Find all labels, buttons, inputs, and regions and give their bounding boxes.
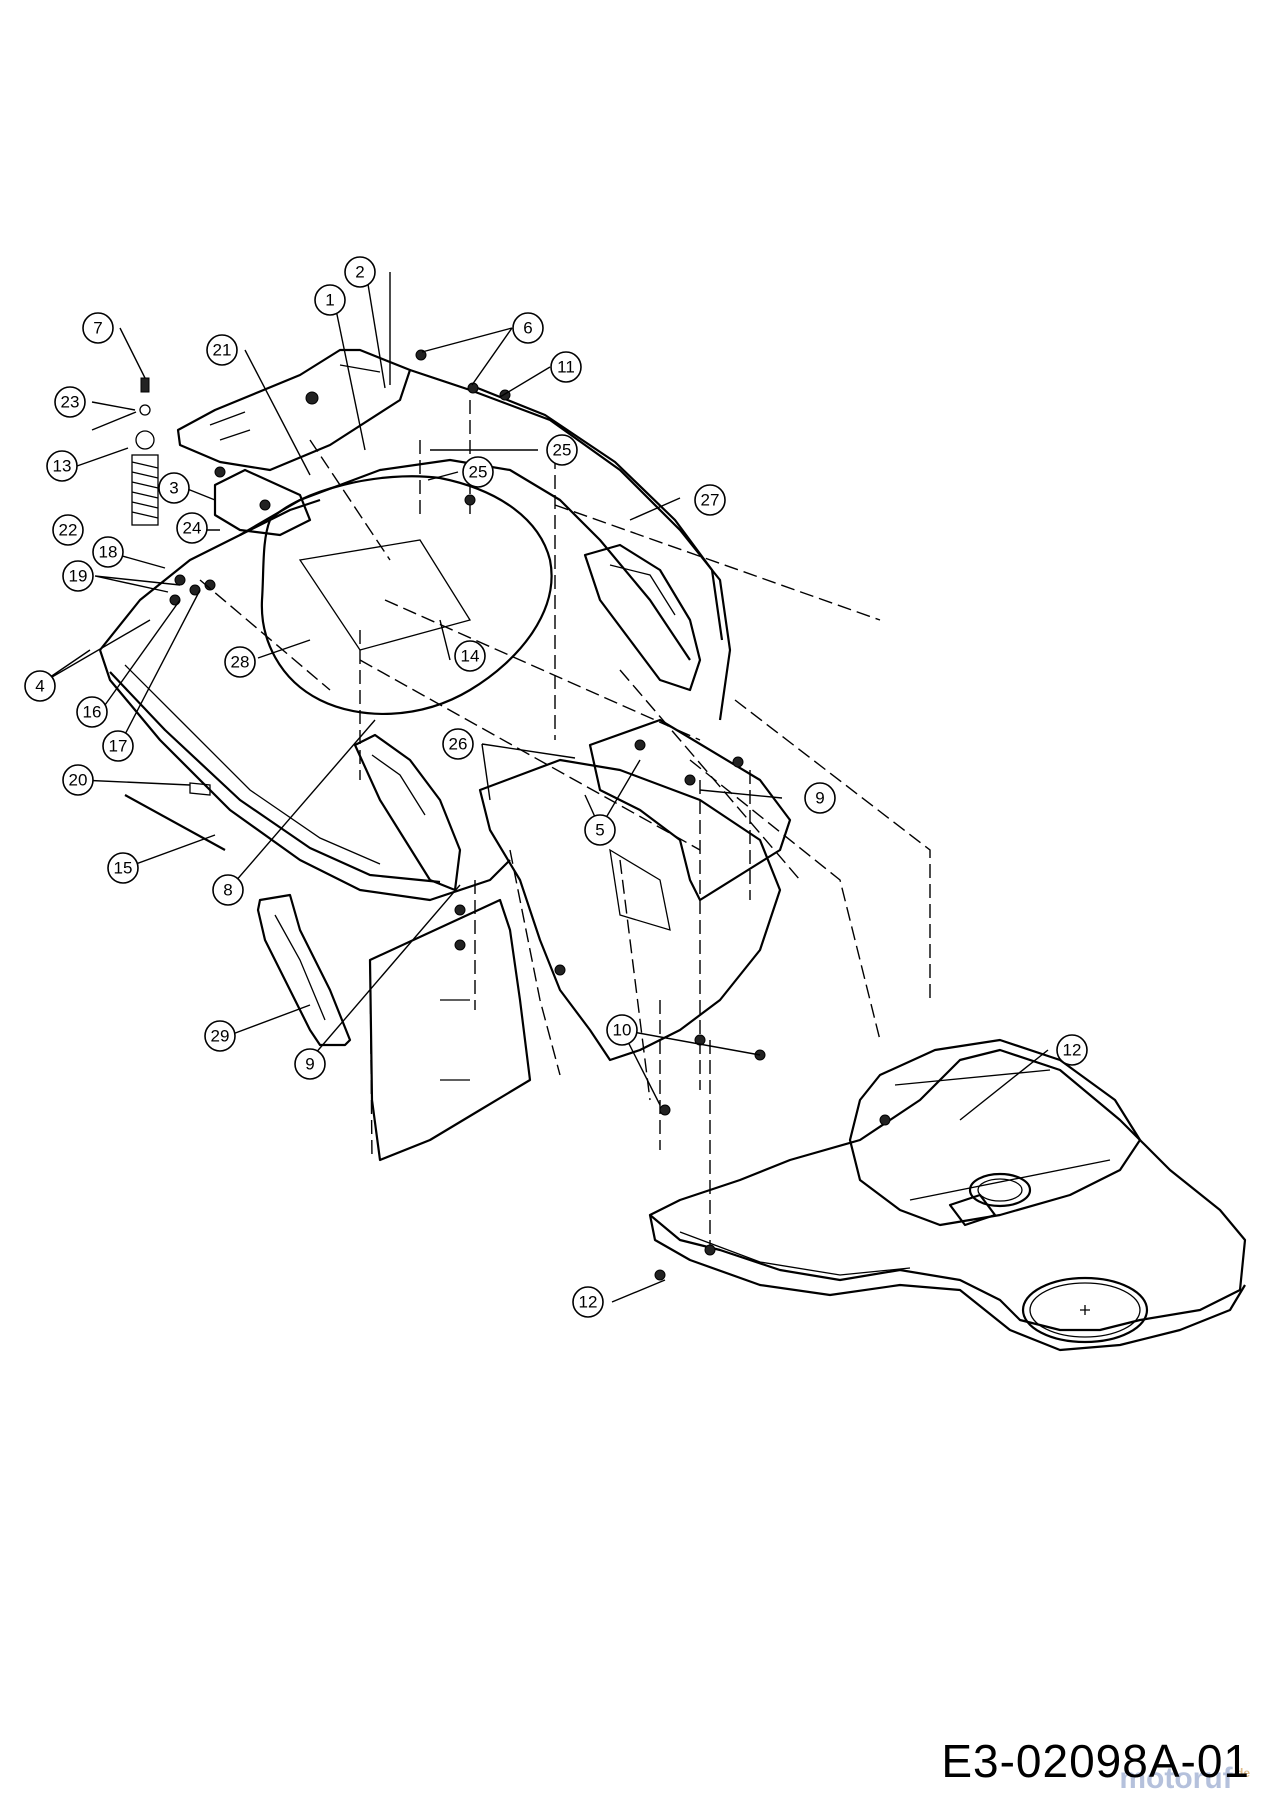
callout-label: 17 xyxy=(109,737,128,756)
callout-label: 22 xyxy=(59,521,78,540)
callout-label: 27 xyxy=(701,491,720,510)
callout-28: 28 xyxy=(224,646,256,678)
callout-label: 14 xyxy=(461,647,480,666)
callout-16: 16 xyxy=(76,696,108,728)
callout-label: 3 xyxy=(169,479,178,498)
callout-8: 8 xyxy=(212,874,244,906)
callout-9: 9 xyxy=(804,782,836,814)
callout-14: 14 xyxy=(454,640,486,672)
callout-label: 6 xyxy=(523,319,532,338)
callout-22: 22 xyxy=(52,514,84,546)
callout-label: 23 xyxy=(61,393,80,412)
callout-label: 10 xyxy=(613,1021,632,1040)
callout-29: 29 xyxy=(204,1020,236,1052)
callout-label: 11 xyxy=(557,358,575,377)
callout-label: 25 xyxy=(553,441,572,460)
callout-label: 4 xyxy=(35,677,44,696)
callout-label: 7 xyxy=(93,319,102,338)
callout-11: 11 xyxy=(550,351,582,383)
callout-label: 19 xyxy=(69,567,88,586)
callout-label: 12 xyxy=(579,1293,598,1312)
callout-label: 28 xyxy=(231,653,250,672)
callout-label: 18 xyxy=(99,543,118,562)
callout-23: 23 xyxy=(54,386,86,418)
callout-1: 1 xyxy=(314,284,346,316)
callout-4: 4 xyxy=(24,670,56,702)
callout-24: 24 xyxy=(176,512,208,544)
callout-13: 13 xyxy=(46,450,78,482)
callout-9b: 9 xyxy=(294,1048,326,1080)
callout-20: 20 xyxy=(62,764,94,796)
callout-15: 15 xyxy=(107,852,139,884)
parts-drawing xyxy=(98,348,1247,1352)
callout-5: 5 xyxy=(584,814,616,846)
callout-12: 12 xyxy=(1056,1034,1088,1066)
callout-label: 15 xyxy=(114,859,133,878)
callout-10: 10 xyxy=(606,1014,638,1046)
callout-label: 29 xyxy=(211,1027,230,1046)
callout-label: 5 xyxy=(595,821,604,840)
callout-17: 17 xyxy=(102,730,134,762)
callout-label: 26 xyxy=(449,735,468,754)
callout-label: 13 xyxy=(53,457,72,476)
callout-18: 18 xyxy=(92,536,124,568)
callout-25b: 25 xyxy=(462,456,494,488)
callout-12b: 12 xyxy=(572,1286,604,1318)
callout-label: 12 xyxy=(1063,1041,1082,1060)
callout-label: 2 xyxy=(355,263,364,282)
watermark-logo: motoruf.de xyxy=(1119,1762,1250,1796)
leader-lines xyxy=(39,271,1049,1303)
callout-label: 9 xyxy=(815,789,824,808)
callout-7: 7 xyxy=(82,312,114,344)
callout-27: 27 xyxy=(694,484,726,516)
callout-label: 16 xyxy=(83,703,102,722)
callout-21: 21 xyxy=(206,334,238,366)
callout-25: 25 xyxy=(546,434,578,466)
callout-6: 6 xyxy=(512,312,544,344)
callout-3: 3 xyxy=(158,472,190,504)
callout-label: 25 xyxy=(469,463,488,482)
callout-label: 9 xyxy=(305,1055,314,1074)
callout-2: 2 xyxy=(344,256,376,288)
callout-label: 24 xyxy=(183,519,202,538)
callout-label: 20 xyxy=(69,771,88,790)
watermark-text: motoruf xyxy=(1119,1762,1233,1795)
callout-26: 26 xyxy=(442,728,474,760)
watermark-suffix: .de xyxy=(1232,1766,1250,1780)
drawing-code: E3-02098A-01 xyxy=(941,1735,1250,1787)
callout-label: 1 xyxy=(325,291,334,310)
callout-19: 19 xyxy=(62,560,94,592)
spring xyxy=(131,454,159,526)
callout-label: 21 xyxy=(213,341,232,360)
callout-label: 8 xyxy=(223,881,232,900)
